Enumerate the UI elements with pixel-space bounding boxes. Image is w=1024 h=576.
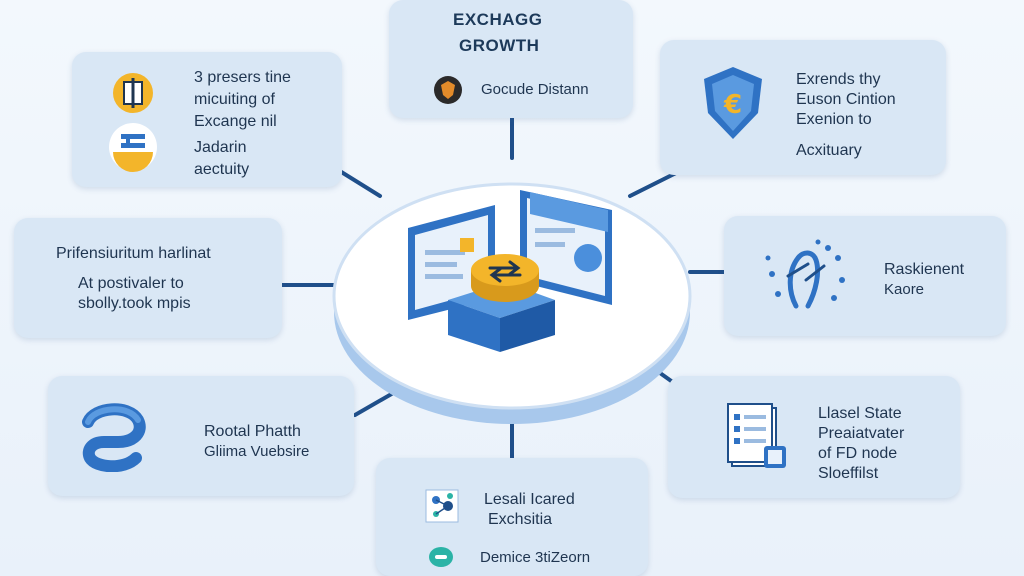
top-title-line1: EXCHAGG <box>453 10 543 29</box>
card-top-left[interactable]: 3 presers tine micuiting of Excange nil … <box>72 52 342 187</box>
card-bottom-left[interactable]: Rootal Phatth Gliima Vuebsire <box>48 376 354 496</box>
top-right-line3: Exenion to <box>796 111 872 128</box>
top-right-line2: Euson Cintion <box>796 91 896 108</box>
right-monitor-icon <box>520 190 612 305</box>
bottom-right-line4: Sloeffilst <box>818 465 879 482</box>
top-left-line1: 3 presers tine <box>194 69 291 86</box>
bottom-left-line1: Rootal Phatth <box>204 423 301 440</box>
bottom-line2: Exchsitia <box>488 511 553 528</box>
coin-stack-icon <box>113 73 153 113</box>
top-right-line4: Acxituary <box>796 142 862 159</box>
svg-text:€: € <box>723 90 742 120</box>
top-right-line1: Exrends thy <box>796 71 881 88</box>
network-nodes-icon <box>425 489 459 523</box>
top-left-line3: Excange nil <box>194 113 277 130</box>
shield-euro-icon: € <box>704 67 762 139</box>
card-top-right[interactable]: € Exrends thy Euson Cintion Exenion to A… <box>660 40 946 175</box>
shield-logo-icon <box>434 76 462 104</box>
swirl-logo-icon <box>82 403 146 472</box>
mid-left-line2: At postivaler to <box>78 275 184 292</box>
top-left-line5: aectuity <box>194 161 250 178</box>
card-top[interactable]: EXCHAGG GROWTH Gocude Distann <box>389 0 633 118</box>
card-mid-right[interactable]: Raskienent Kaore <box>724 216 1006 336</box>
top-caption: Gocude Distann <box>481 81 589 98</box>
bottom-right-line1: Llasel State <box>818 405 902 422</box>
connector-bottom-left <box>353 390 397 417</box>
hand-node-icon <box>765 239 845 309</box>
bottom-line1: Lesali Icared <box>484 491 575 508</box>
top-title-line2: GROWTH <box>459 36 540 55</box>
bottom-left-line2: Gliima Vuebsire <box>204 443 310 460</box>
document-card-icon <box>109 123 157 172</box>
top-left-line4: Jadarin <box>194 139 247 156</box>
mid-right-line1: Raskienent <box>884 261 965 278</box>
card-bottom-right[interactable]: Llasel State Preaiatvater of FD node Slo… <box>668 376 960 498</box>
bottom-line3: Demice 3tiZeorn <box>480 549 591 566</box>
card-bottom[interactable]: Lesali Icared Exchsitia Demice 3tiZeorn <box>376 458 648 576</box>
exchange-coin-icon <box>471 254 539 302</box>
card-mid-left[interactable]: Prifensiuritum harlinat At postivaler to… <box>14 218 282 338</box>
teal-badge-icon <box>429 547 453 567</box>
document-checklist-icon <box>727 403 786 468</box>
mid-left-line1: Prifensiuritum harlinat <box>56 245 211 262</box>
mid-left-line3: sbolly.took mpis <box>78 295 191 312</box>
mid-right-line2: Kaore <box>884 281 925 298</box>
bottom-right-line2: Preaiatvater <box>818 425 905 442</box>
bottom-right-line3: of FD node <box>818 445 898 462</box>
top-left-line2: micuiting of <box>194 91 275 108</box>
